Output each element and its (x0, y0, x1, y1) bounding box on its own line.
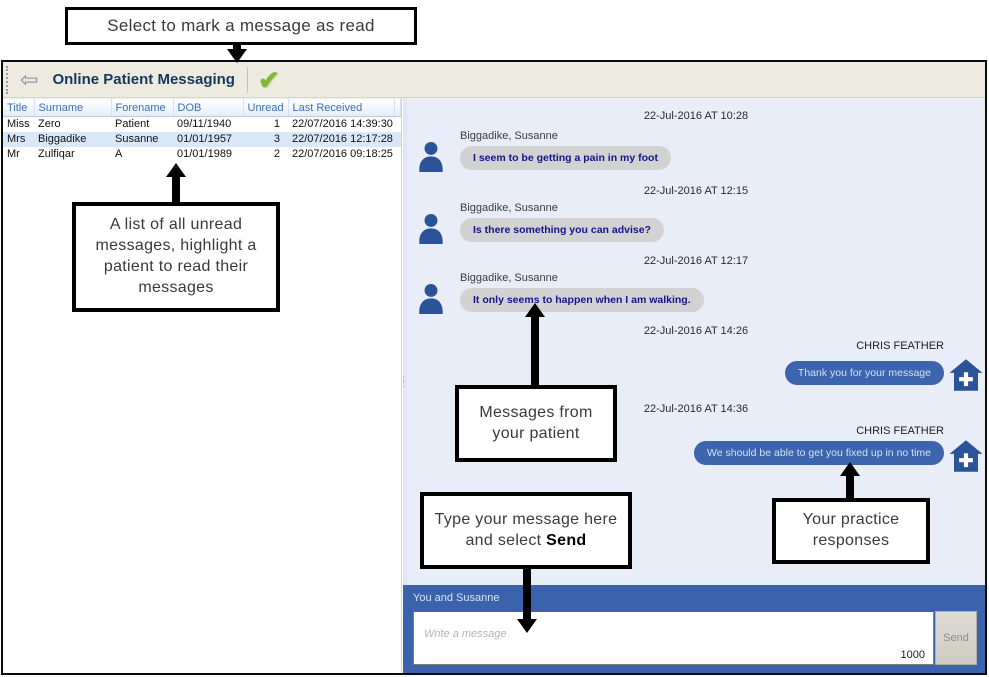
app-window: ⇦ Online Patient Messaging ✔ Title Surna… (1, 60, 987, 675)
message-input-wrap: 1000 (413, 611, 934, 665)
compose-bar: You and Susanne 1000 Send (403, 585, 985, 673)
toolbar-separator (246, 66, 248, 93)
message-sender: CHRIS FEATHER (856, 425, 944, 437)
practice-message-bubble[interactable]: We should be able to get you fixed up in… (694, 441, 944, 465)
patient-avatar-icon (419, 142, 443, 172)
annotation-text: Type your message here and select Send (434, 510, 618, 549)
patient-message-bubble[interactable]: I seem to be getting a pain in my foot (460, 146, 671, 170)
message-sender: Biggadike, Susanne (460, 272, 558, 284)
table-row-patient-zulfiqar[interactable]: Mr Zulfiqar A 01/01/1989 2 22/07/2016 09… (7, 148, 393, 160)
message-sender: Biggadike, Susanne (460, 202, 558, 214)
send-button[interactable]: Send (935, 611, 977, 665)
message-sender: Biggadike, Susanne (460, 130, 558, 142)
annotation-arrowhead (840, 462, 860, 476)
annotation-arrow (172, 175, 180, 203)
annotation-arrow (531, 315, 539, 385)
mark-read-checkmark-icon[interactable]: ✔ (257, 64, 280, 95)
annotation-arrow (233, 45, 241, 51)
message-sender: CHRIS FEATHER (856, 340, 944, 352)
column-header-forename[interactable]: Forename (111, 98, 174, 117)
annotation-unread-list: A list of all unread messages, highlight… (72, 202, 280, 312)
toolbar: ⇦ Online Patient Messaging ✔ (3, 62, 985, 98)
practice-house-icon (949, 359, 983, 391)
patient-avatar-icon (419, 214, 443, 244)
toolbar-drag-handle[interactable] (6, 65, 10, 94)
column-header-title[interactable]: Title (3, 98, 35, 117)
page-title: Online Patient Messaging (52, 71, 235, 88)
annotation-arrowhead (166, 163, 186, 177)
practice-message-bubble[interactable]: Thank you for your message (784, 361, 944, 385)
back-arrow-icon[interactable]: ⇦ (20, 66, 39, 92)
annotation-mark-read: Select to mark a message as read (65, 7, 417, 45)
table-row-patient-zero[interactable]: Miss Zero Patient 09/11/1940 1 22/07/201… (7, 118, 393, 131)
patient-table: Title Surname Forename DOB Unread Last R… (3, 98, 401, 162)
divider-grip-icon: ⁚⁚ (402, 375, 405, 389)
annotation-arrow (846, 474, 854, 499)
annotation-text: Messages from your patient (479, 403, 593, 442)
message-timestamp: 22-Jul-2016 AT 14:26 (643, 325, 749, 337)
column-header-dob[interactable]: DOB (173, 98, 244, 117)
patient-message-bubble[interactable]: Is there something you can advise? (460, 218, 664, 242)
message-input[interactable] (414, 612, 933, 664)
annotation-arrowhead (525, 303, 545, 317)
chat-message-area: 22-Jul-2016 AT 10:28 Biggadike, Susanne … (407, 98, 985, 585)
column-header-surname[interactable]: Surname (34, 98, 112, 117)
patient-list-panel: Title Surname Forename DOB Unread Last R… (3, 98, 402, 673)
annotation-practice-responses: Your practice responses (772, 498, 930, 564)
message-timestamp: 22-Jul-2016 AT 10:28 (643, 110, 749, 122)
column-header-unread[interactable]: Unread (243, 98, 289, 117)
annotation-arrowhead (517, 619, 537, 633)
patient-avatar-icon (419, 284, 443, 314)
annotation-arrowhead (227, 49, 247, 63)
message-timestamp: 22-Jul-2016 AT 12:15 (643, 185, 749, 197)
message-timestamp: 22-Jul-2016 AT 12:17 (643, 255, 749, 267)
column-header-last-received[interactable]: Last Received (288, 98, 395, 117)
conversation-panel: ⁚⁚ 22-Jul-2016 AT 10:28 Biggadike, Susan… (402, 98, 985, 673)
annotation-text: A list of all unread messages, highlight… (95, 216, 257, 296)
panel-divider[interactable]: ⁚⁚ (402, 98, 407, 585)
annotation-text: Select to mark a message as read (107, 15, 375, 35)
table-row-patient-biggadike-selected[interactable]: Mrs Biggadike Susanne 01/01/1957 3 22/07… (3, 131, 401, 147)
column-header-filler (394, 98, 401, 117)
annotation-text: Your practice responses (802, 511, 900, 549)
message-timestamp: 22-Jul-2016 AT 14:36 (643, 403, 749, 415)
patient-table-header: Title Surname Forename DOB Unread Last R… (3, 98, 401, 117)
annotation-type-message: Type your message here and select Send (420, 492, 632, 569)
annotation-patient-messages: Messages from your patient (455, 385, 617, 462)
conversation-label: You and Susanne (413, 592, 500, 604)
practice-house-icon (949, 440, 983, 472)
annotation-arrow (523, 569, 531, 621)
patient-message-bubble[interactable]: It only seems to happen when I am walkin… (460, 288, 704, 312)
character-count: 1000 (900, 649, 925, 661)
